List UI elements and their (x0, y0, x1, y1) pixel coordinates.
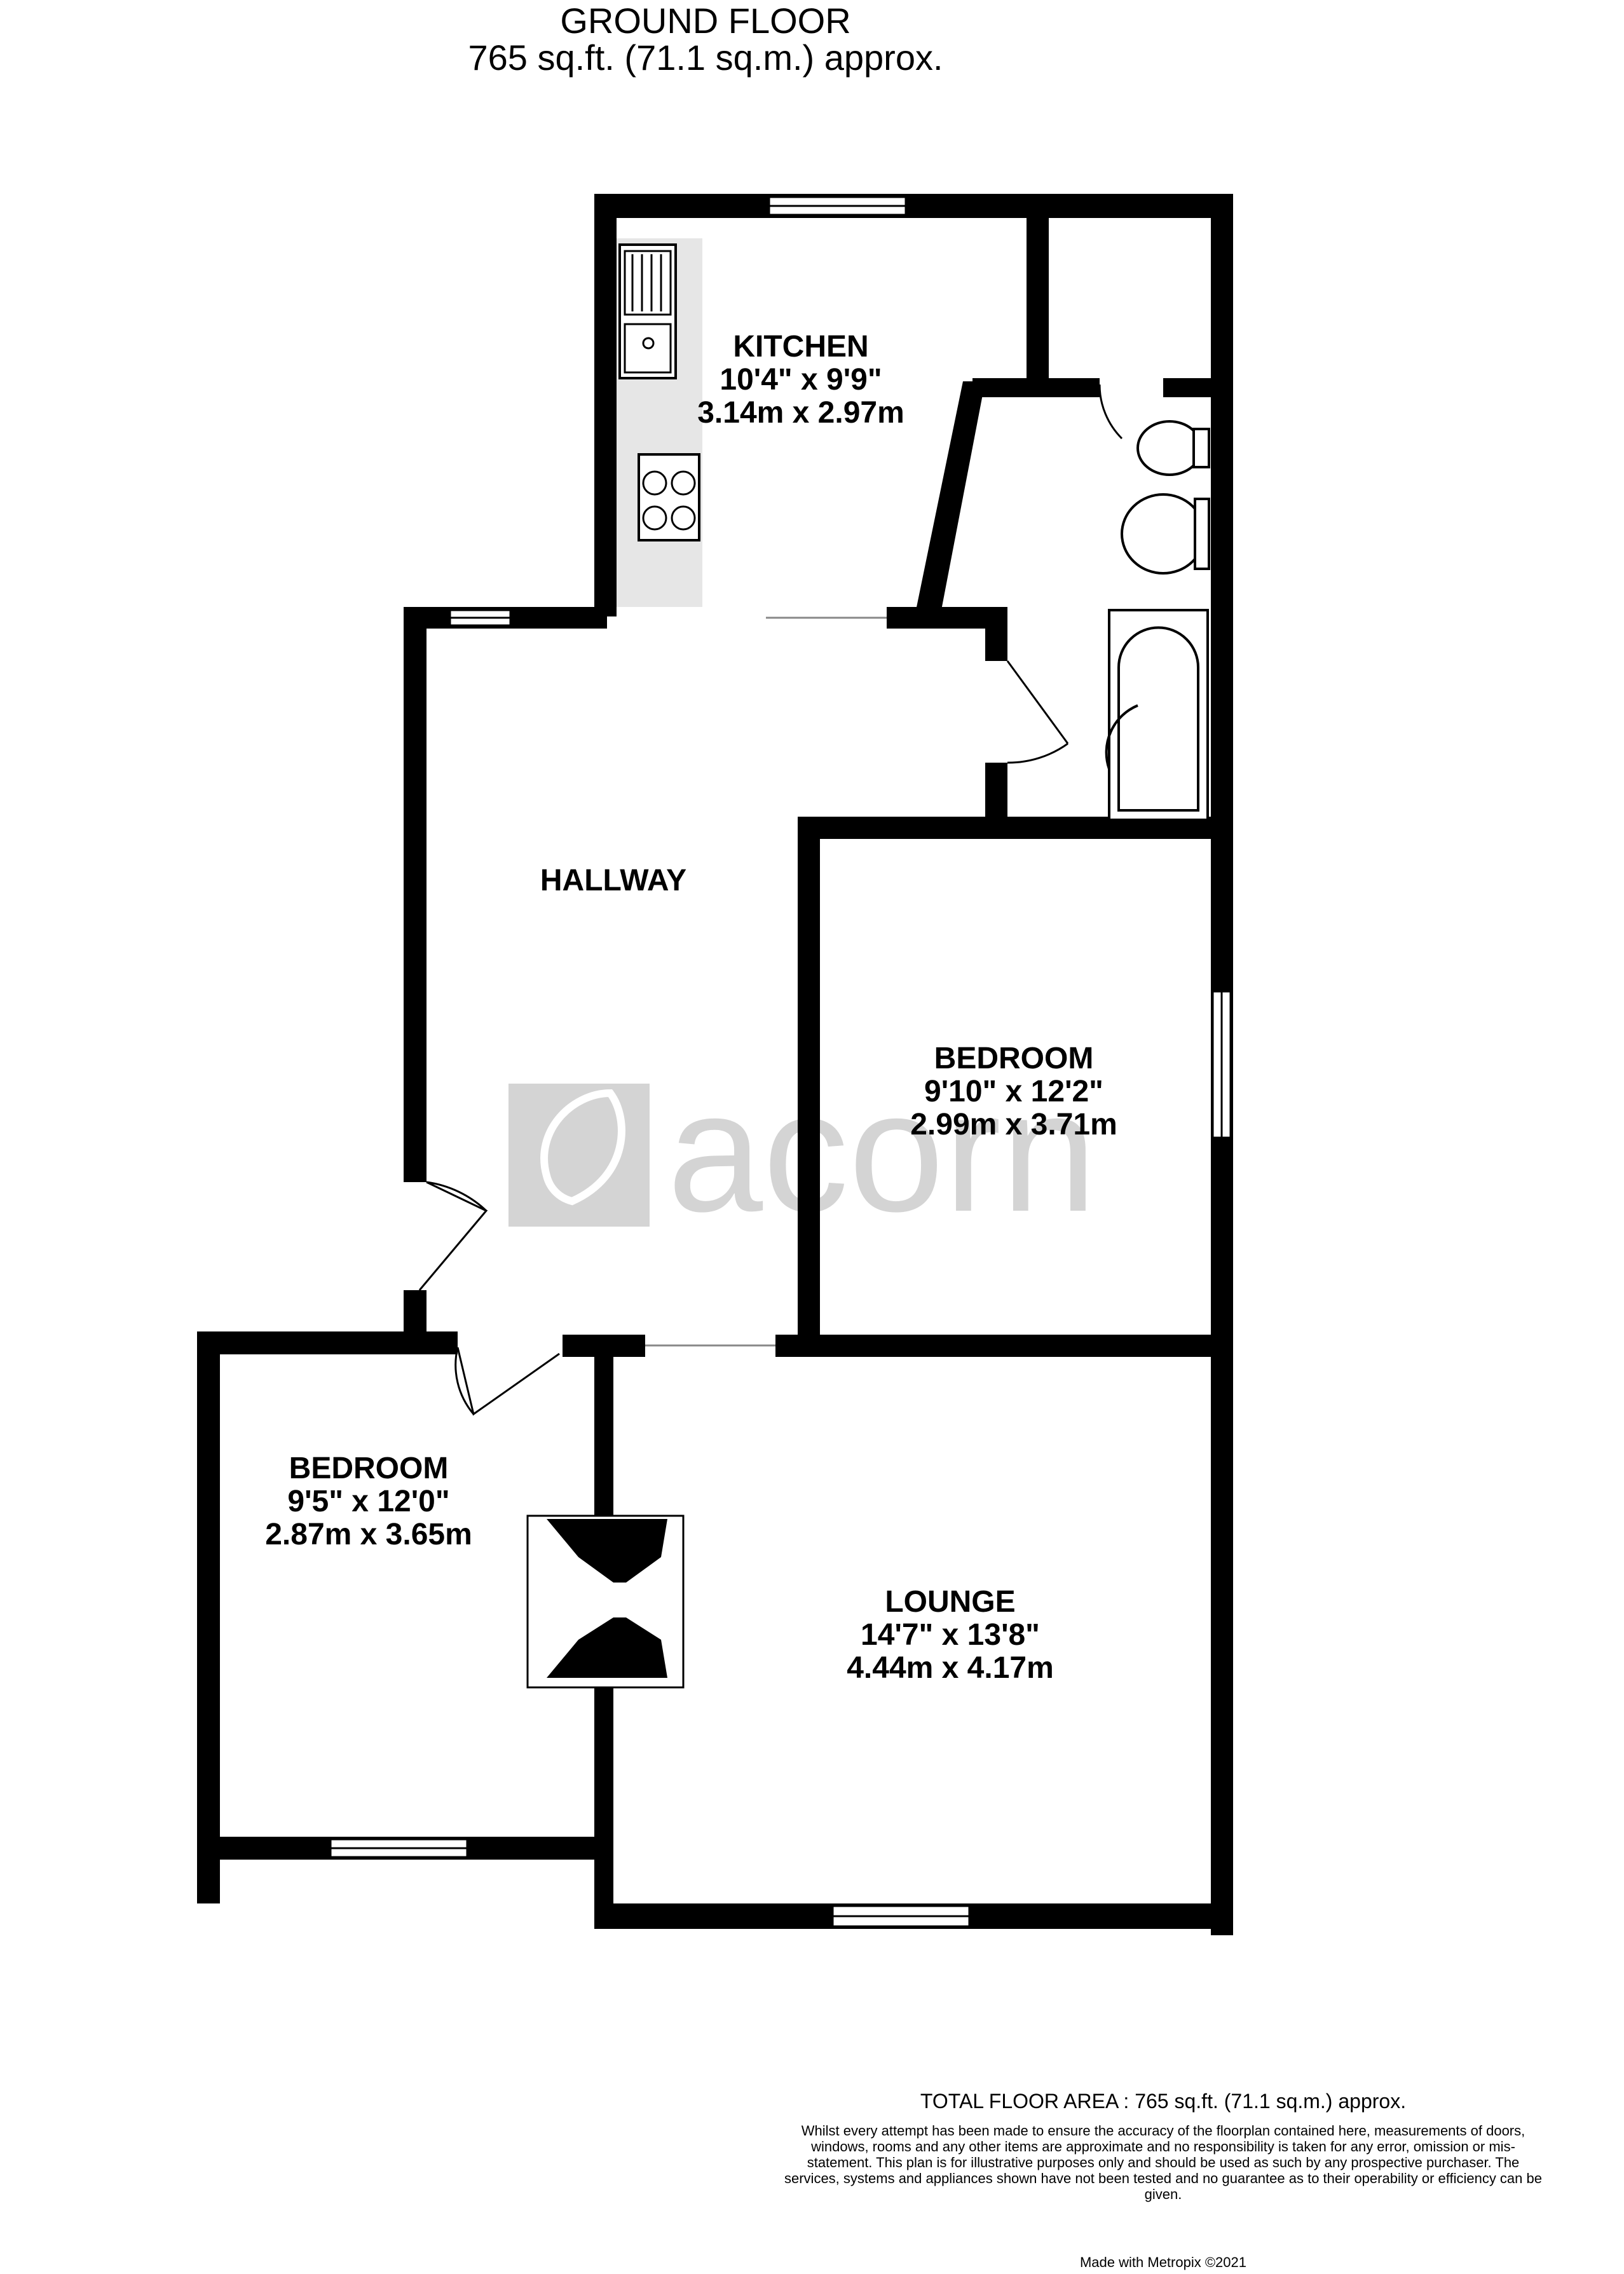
openings (645, 616, 887, 1347)
disclaimer: Whilst every attempt has been made to en… (784, 2123, 1542, 2202)
room-label-bedroom-right: BEDROOM 9'10" x 12'2" 2.99m x 3.71m (910, 1042, 1117, 1141)
room-label-lounge: LOUNGE 14'7" x 13'8" 4.44m x 4.17m (847, 1586, 1054, 1685)
lounge-imperial: 14'7" x 13'8" (861, 1618, 1040, 1652)
basin-icon (1121, 493, 1206, 575)
hob-icon (638, 453, 700, 541)
bathroom-angled-wall (915, 381, 985, 613)
floor-area: 765 sq.ft. (71.1 sq.m.) approx. (468, 37, 943, 78)
door-bedroom-left (454, 1347, 560, 1416)
fireplace-bottom (547, 1617, 667, 1678)
door-wc (1098, 384, 1123, 440)
floor-title: GROUND FLOOR (560, 1, 851, 41)
sink-drainer (624, 250, 672, 316)
hallway-name: HALLWAY (540, 864, 687, 897)
kitchen-metric: 3.14m x 2.97m (697, 396, 904, 430)
door-bathroom (1006, 660, 1069, 764)
fireplace-top (547, 1519, 667, 1583)
door-entrance (418, 1181, 488, 1291)
doors (418, 384, 1123, 1416)
room-label-kitchen: KITCHEN 10'4" x 9'9" 3.14m x 2.97m (697, 330, 904, 430)
watermark: acorn (508, 1056, 1096, 1248)
watermark-text: acorn (667, 1056, 1096, 1248)
kitchen-name: KITCHEN (733, 330, 869, 364)
room-label-bedroom-left: BEDROOM 9'5" x 12'0" 2.87m x 3.65m (265, 1452, 472, 1551)
bedroom-left-imperial: 9'5" x 12'0" (287, 1485, 450, 1518)
sink-icon (618, 243, 677, 379)
lounge-metric: 4.44m x 4.17m (847, 1651, 1054, 1685)
bedroom-right-name: BEDROOM (934, 1042, 1094, 1075)
leaf-icon (540, 1089, 625, 1206)
bathroom-fixtures (1105, 420, 1210, 821)
toilet-icon (1136, 420, 1203, 476)
walls (197, 194, 1233, 1935)
sink-basin (624, 323, 672, 374)
lounge-name: LOUNGE (885, 1585, 1016, 1619)
bedroom-right-metric: 2.99m x 3.71m (910, 1108, 1117, 1141)
credit: Made with Metropix ©2021 (1079, 2254, 1246, 2270)
bedroom-left-name: BEDROOM (289, 1452, 449, 1485)
fireplace (526, 1515, 685, 1689)
room-label-hallway: HALLWAY (540, 864, 686, 897)
total-floor-area: TOTAL FLOOR AREA : 765 sq.ft. (71.1 sq.m… (920, 2090, 1407, 2113)
bedroom-left-metric: 2.87m x 3.65m (265, 1518, 472, 1551)
kitchen-imperial: 10'4" x 9'9" (720, 363, 882, 397)
kitchen-worktop (617, 238, 702, 607)
windows (329, 196, 1232, 1928)
watermark-logo-box (508, 1084, 650, 1227)
bedroom-right-imperial: 9'10" x 12'2" (924, 1075, 1103, 1108)
